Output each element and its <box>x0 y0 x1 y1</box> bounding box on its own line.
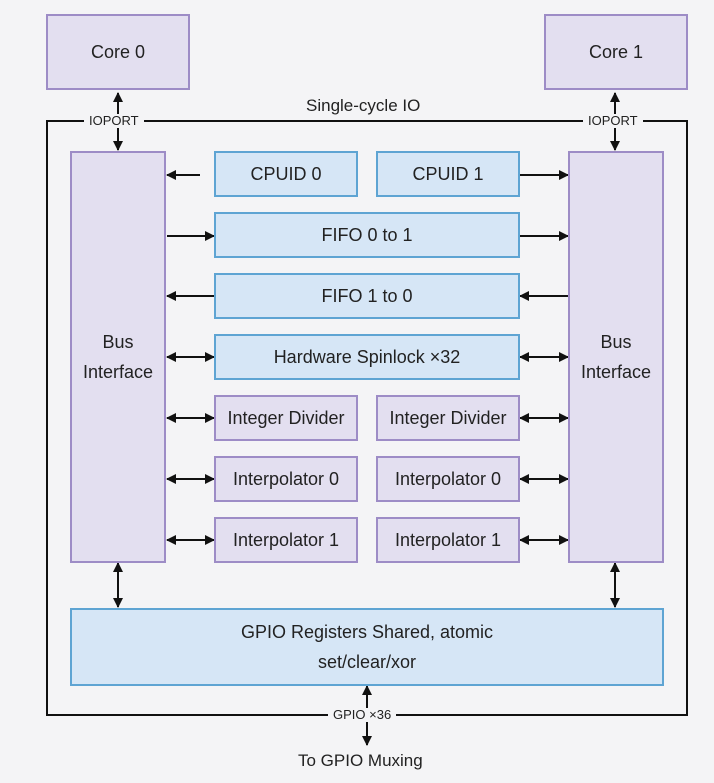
core0-label: Core 0 <box>90 42 146 62</box>
fifo-0-to-1-label: FIFO 0 to 1 <box>321 225 413 245</box>
cpuid1-box: CPUID 1 <box>376 151 520 197</box>
divider-right-label: Integer Divider <box>389 408 507 428</box>
spinlock-box: Hardware Spinlock ×32 <box>214 334 520 380</box>
ioport-right-label: IOPORT <box>583 114 643 128</box>
cpuid1-label: CPUID 1 <box>412 164 484 184</box>
frame-title: Single-cycle IO <box>300 97 427 115</box>
gpio-count-label: GPIO ×36 <box>328 708 397 722</box>
cpuid0-box: CPUID 0 <box>214 151 358 197</box>
interp0-left-box: Interpolator 0 <box>214 456 358 502</box>
bus-interface-left-line2: Interface <box>82 362 154 382</box>
interp0-right-label: Interpolator 0 <box>394 469 502 489</box>
bus-interface-right: Bus Interface <box>568 151 664 563</box>
ioport-left-label: IOPORT <box>84 114 144 128</box>
interp1-left-box: Interpolator 1 <box>214 517 358 563</box>
bus-interface-right-line1: Bus <box>600 332 632 352</box>
divider-right-box: Integer Divider <box>376 395 520 441</box>
interp0-right-box: Interpolator 0 <box>376 456 520 502</box>
gpio-registers-box: GPIO Registers Shared, atomic set/clear/… <box>70 608 664 686</box>
core0-box: Core 0 <box>46 14 190 90</box>
gpio-registers-line1: GPIO Registers Shared, atomic <box>240 622 494 642</box>
fifo-1-to-0-label: FIFO 1 to 0 <box>321 286 413 306</box>
interp1-left-label: Interpolator 1 <box>232 530 340 550</box>
interp0-left-label: Interpolator 0 <box>232 469 340 489</box>
spinlock-label: Hardware Spinlock ×32 <box>273 347 461 367</box>
bus-interface-left-line1: Bus <box>102 332 134 352</box>
core1-box: Core 1 <box>544 14 688 90</box>
bus-interface-left: Bus Interface <box>70 151 166 563</box>
divider-left-box: Integer Divider <box>214 395 358 441</box>
core1-label: Core 1 <box>588 42 644 62</box>
fifo-1-to-0-box: FIFO 1 to 0 <box>214 273 520 319</box>
bus-interface-right-line2: Interface <box>580 362 652 382</box>
gpio-muxing-label: To GPIO Muxing <box>292 752 429 770</box>
interp1-right-label: Interpolator 1 <box>394 530 502 550</box>
divider-left-label: Integer Divider <box>227 408 345 428</box>
interp1-right-box: Interpolator 1 <box>376 517 520 563</box>
gpio-registers-line2: set/clear/xor <box>317 652 417 672</box>
cpuid0-label: CPUID 0 <box>250 164 322 184</box>
fifo-0-to-1-box: FIFO 0 to 1 <box>214 212 520 258</box>
